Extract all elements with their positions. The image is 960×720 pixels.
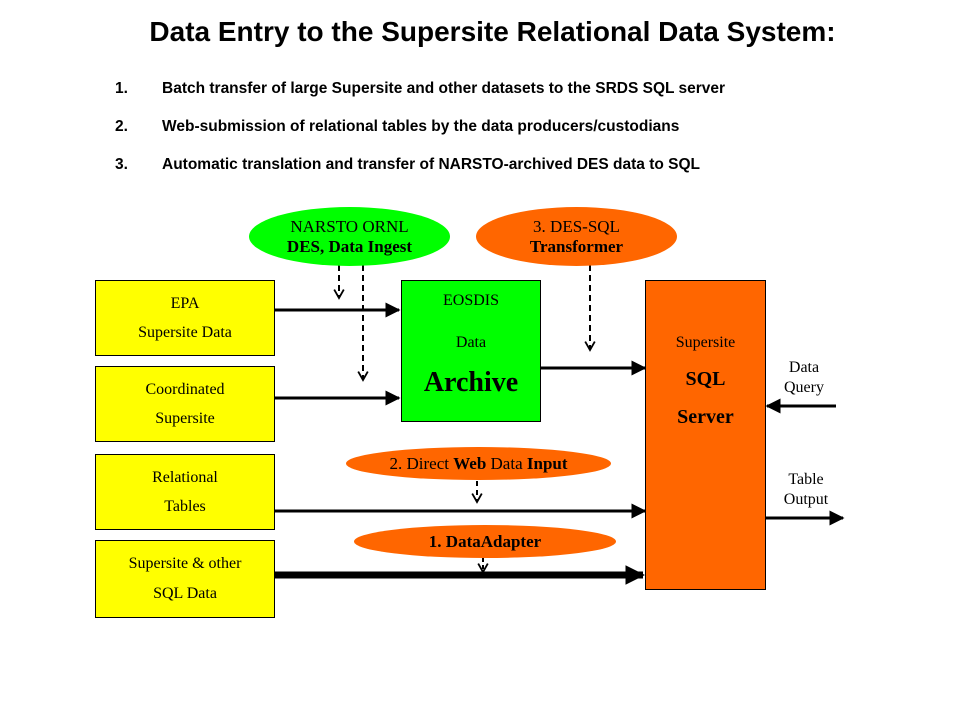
sql-data-label: Supersite & other xyxy=(128,555,242,572)
server-label-2: SQL xyxy=(685,368,726,390)
archive-label-2: Data xyxy=(455,334,487,351)
narsto-label-1: NARSTO ORNL xyxy=(290,216,409,236)
sql-server-box: Supersite SQL Server xyxy=(645,280,766,590)
step-item: 3. Automatic translation and transfer of … xyxy=(115,156,725,194)
steps-list: 1. Batch transfer of large Supersite and … xyxy=(115,80,725,194)
web-input-part-3: Data xyxy=(486,453,527,473)
relational-tables-box: Relational Tables xyxy=(95,454,275,530)
direct-web-input-ellipse: 2. Direct Web Data Input xyxy=(346,447,611,480)
table-output-line-1: Table xyxy=(788,471,824,488)
epa-label: EPA xyxy=(170,294,200,312)
data-query-line-2: Query xyxy=(784,379,824,396)
data-query-line-1: Data xyxy=(788,359,820,376)
coordinated-label: Coordinated xyxy=(145,380,225,398)
server-label-3: Server xyxy=(677,406,734,428)
epa-supersite-box: EPA Supersite Data xyxy=(95,280,275,356)
des-sql-transformer-ellipse: 3. DES-SQL Transformer xyxy=(476,207,677,266)
server-label-1: Supersite xyxy=(675,334,736,351)
page-title: Data Entry to the Supersite Relational D… xyxy=(149,16,836,47)
sql-data-sublabel: SQL Data xyxy=(153,585,217,602)
des-sql-label-2: Transformer xyxy=(529,236,624,256)
web-input-part-1: 2. Direct xyxy=(389,453,454,473)
relational-sublabel: Tables xyxy=(164,497,206,515)
table-output-line-2: Output xyxy=(783,491,829,508)
des-sql-label-1: 3. DES-SQL xyxy=(533,216,620,236)
narsto-ingest-ellipse: NARSTO ORNL DES, Data Ingest xyxy=(249,207,450,266)
sql-data-box: Supersite & other SQL Data xyxy=(95,540,275,618)
coordinated-supersite-box: Coordinated Supersite xyxy=(95,366,275,442)
step-text: Batch transfer of large Supersite and ot… xyxy=(162,80,726,97)
relational-label: Relational xyxy=(152,468,218,486)
web-input-part-2: Web xyxy=(453,453,487,473)
data-query-label: Data Query xyxy=(772,358,836,398)
step-number: 3. xyxy=(115,156,128,173)
step-item: 2. Web-submission of relational tables by… xyxy=(115,118,725,156)
eosdis-archive-box: EOSDIS Data Archive xyxy=(401,280,541,422)
step-text: Web-submission of relational tables by t… xyxy=(162,118,680,135)
step-number: 2. xyxy=(115,118,128,135)
archive-label-1: EOSDIS xyxy=(442,292,499,309)
step-text: Automatic translation and transfer of NA… xyxy=(162,156,700,173)
web-input-part-4: Input xyxy=(526,453,568,473)
archive-label-3: Archive xyxy=(423,367,519,398)
narsto-label-2: DES, Data Ingest xyxy=(286,236,413,256)
coordinated-sublabel: Supersite xyxy=(155,409,215,427)
table-output-label: Table Output xyxy=(768,470,844,510)
data-adapter-ellipse: 1. DataAdapter xyxy=(354,525,616,558)
adapter-label: 1. DataAdapter xyxy=(428,531,542,551)
step-item: 1. Batch transfer of large Supersite and … xyxy=(115,80,725,118)
step-number: 1. xyxy=(115,80,128,97)
epa-sublabel: Supersite Data xyxy=(138,323,232,341)
